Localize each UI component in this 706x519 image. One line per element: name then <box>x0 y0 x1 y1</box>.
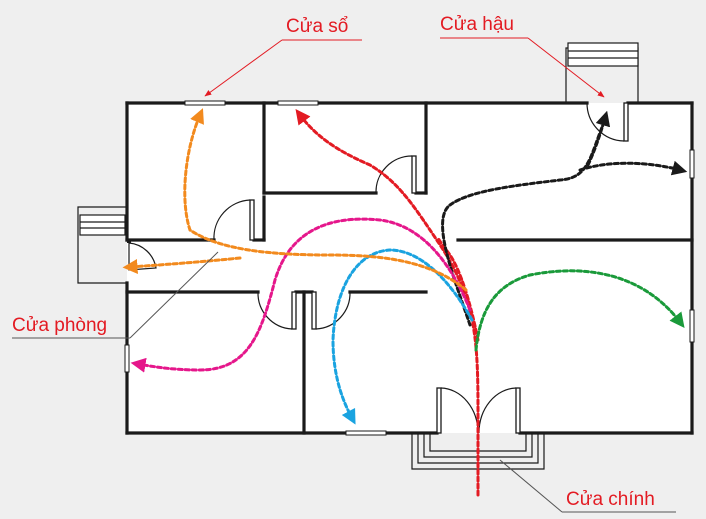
label-window: Cửa sổ <box>286 16 348 37</box>
window-leader <box>204 39 283 97</box>
label-room-door: Cửa phòng <box>12 315 107 336</box>
black-flow-upper <box>586 110 611 167</box>
label-main-door: Cửa chính <box>566 489 655 510</box>
magenta-flow <box>130 217 472 373</box>
orange-flow <box>183 108 468 292</box>
outer-walls <box>125 101 694 435</box>
doors <box>127 102 629 434</box>
green-flow <box>474 269 685 352</box>
flow-arrows <box>122 108 685 497</box>
left-balcony <box>77 206 127 284</box>
black-flow <box>441 118 680 327</box>
back-door-leader <box>527 37 605 98</box>
orange-flow-left <box>122 256 242 274</box>
back-balcony <box>565 42 639 103</box>
floor-area <box>127 103 692 433</box>
interior-walls <box>125 101 694 435</box>
main-door-leader <box>499 459 563 513</box>
label-back-door: Cửa hậu <box>440 14 514 35</box>
room-door-leader <box>129 251 219 339</box>
leader-lines <box>12 37 676 513</box>
